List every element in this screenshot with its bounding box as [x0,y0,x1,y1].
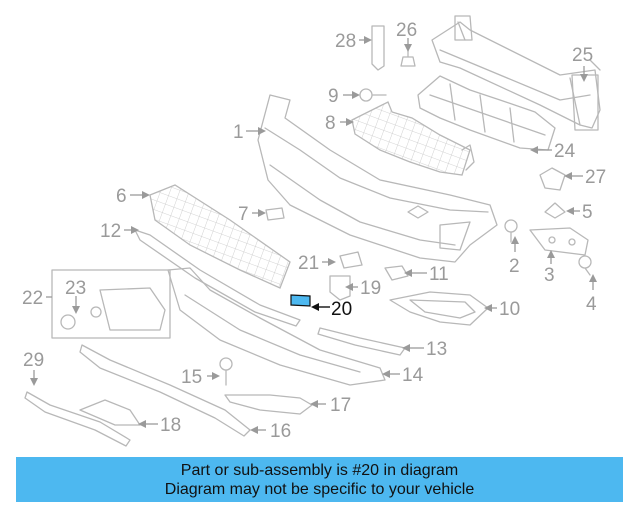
callout-label: 2 [509,256,520,277]
retainer-11 [384,265,409,281]
screw-9 [359,88,387,102]
caption-line-1: Part or sub-assembly is #20 in diagram [180,462,459,479]
callout-label: 29 [23,350,44,371]
callout-label: 12 [100,221,121,242]
bolt-4 [578,255,592,276]
clip-7 [265,207,285,221]
bracket-3 [529,227,589,256]
clip-27 [539,167,566,191]
bolt-2 [504,219,518,243]
caption-line-2: Diagram may not be specific to your vehi… [164,481,475,498]
callout-6: 6 [116,186,150,207]
callout-label: 11 [429,264,449,285]
bracket-28 [371,25,385,71]
screw-15 [219,357,233,386]
callout-2: 2 [509,236,520,277]
callout-10: 10 [484,299,520,320]
bumper-cover-1 [257,94,498,263]
callout-label: 14 [402,365,424,386]
callout-label: 28 [335,31,356,52]
callout-17: 17 [310,395,351,416]
license-bracket-22 [51,269,171,339]
parts-diagram: 1 2 3 4 5 6 7 8 9 10 11 12 [22,15,606,447]
callout-label: 26 [396,20,417,41]
molding-12 [134,229,301,327]
callout-24: 24 [530,141,576,162]
callout-5: 5 [566,202,593,223]
callout-26: 26 [396,20,417,52]
callout-label: 25 [572,45,593,66]
molding-16 [79,344,251,437]
molding-29 [24,391,131,447]
callout-12: 12 [100,221,139,242]
bracket-19 [329,275,351,301]
reflector-20 [290,294,311,307]
callout-label: 16 [270,421,291,442]
callout-19: 19 [345,278,381,299]
callout-label: 19 [360,278,381,299]
callout-3: 3 [544,250,555,286]
callout-label: 13 [426,339,447,360]
callout-9: 9 [328,86,360,107]
molding-17 [224,394,313,415]
callout-label: 10 [499,299,520,320]
callout-8: 8 [325,113,354,134]
callout-label: 21 [298,253,319,274]
reinforcement-bar-25 [431,15,601,131]
callout-1: 1 [233,122,266,143]
callout-label: 4 [586,294,597,315]
callout-11: 11 [404,264,449,285]
callout-7: 7 [238,204,266,225]
callout-label: 9 [328,86,339,107]
callout-22: 22 [22,288,52,309]
callout-16: 16 [250,421,291,442]
callout-15: 15 [181,367,220,388]
callout-label: 15 [181,367,202,388]
callout-label: 18 [160,415,181,436]
callout-4: 4 [586,274,597,315]
callout-label: 20 [331,299,352,320]
callout-label: 27 [585,167,606,188]
upper-grille-8 [351,101,475,176]
callout-label: 17 [330,395,351,416]
callout-label: 3 [544,265,555,286]
molding-13 [317,327,406,356]
caption-bar: Part or sub-assembly is #20 in diagram D… [16,457,623,502]
callout-label: 23 [65,278,86,299]
callout-13: 13 [402,339,447,360]
callout-label: 7 [238,204,249,225]
callout-label: 8 [325,113,336,134]
callout-20: 20 [311,299,352,320]
fog-lamp-bezel-10 [389,291,489,326]
callout-29: 29 [23,350,44,386]
lower-grille-6 [149,184,291,289]
callout-label: 6 [116,186,127,207]
callout-14: 14 [382,365,424,386]
callout-label: 5 [582,202,593,223]
energy-absorber-24 [417,75,556,151]
trim-18 [79,399,141,426]
callout-28: 28 [335,31,372,52]
callout-18: 18 [138,415,181,436]
callout-23: 23 [65,278,86,314]
callout-label: 24 [554,141,576,162]
callout-21: 21 [298,253,336,274]
cap-21 [339,251,363,269]
callout-25: 25 [572,45,593,82]
callout-label: 22 [22,288,43,309]
callout-label: 1 [233,122,244,143]
callout-27: 27 [564,167,606,188]
clip-5 [544,202,566,219]
